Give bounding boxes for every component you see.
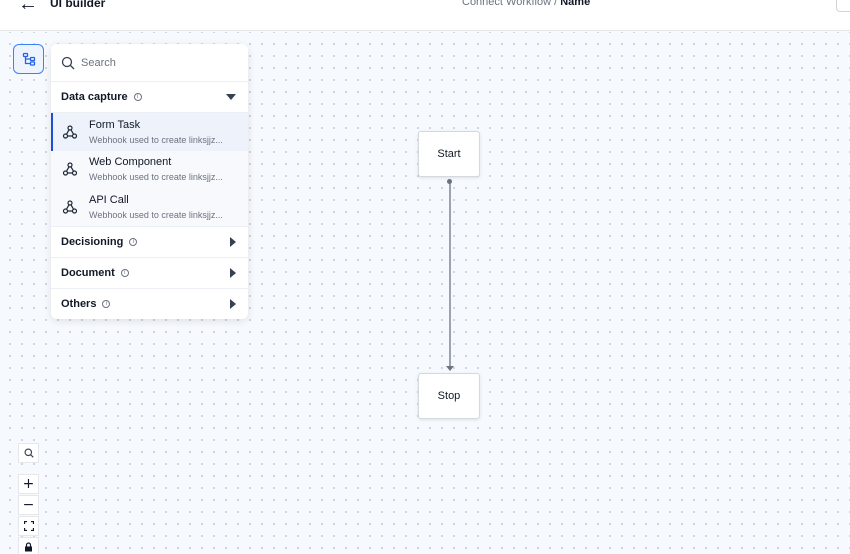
connector-arrowhead: [446, 366, 454, 371]
plus-icon: +: [22, 476, 35, 492]
caret-right-icon: [230, 299, 236, 309]
fit-view-icon: [23, 521, 34, 531]
fit-view-button[interactable]: [18, 516, 39, 536]
workflow-tree-icon: [22, 52, 35, 66]
component-desc: Webhook used to create linksjjz...: [89, 134, 223, 145]
lock-icon: [25, 542, 32, 552]
search-icon: [24, 448, 34, 458]
section-document[interactable]: Document i: [51, 258, 248, 289]
section-others[interactable]: Others i: [51, 289, 248, 320]
caret-down-icon: [226, 94, 236, 100]
section-label: Decisioning: [61, 235, 124, 248]
section-label: Others: [61, 298, 97, 310]
info-icon[interactable]: i: [102, 300, 111, 308]
search-bar: [51, 44, 248, 82]
flow-connector[interactable]: [449, 182, 451, 368]
caret-right-icon: [230, 267, 236, 278]
breadcrumb-parent[interactable]: Connect Workflow /: [462, 0, 558, 8]
stop-node[interactable]: Stop: [418, 373, 480, 419]
component-title: Web Component: [89, 156, 172, 169]
section-data-capture[interactable]: Data capture i: [51, 82, 248, 113]
info-icon[interactable]: i: [129, 237, 138, 246]
start-node[interactable]: Start: [418, 131, 480, 177]
connector-handle[interactable]: [447, 179, 452, 184]
webhook-icon: [61, 160, 79, 178]
search-icon: [61, 56, 75, 69]
component-desc: Webhook used to create linksjjz...: [89, 209, 223, 220]
app-title: UI builder: [50, 0, 106, 10]
settings-icon[interactable]: [836, 0, 850, 12]
workflow-tree-button[interactable]: [13, 44, 44, 74]
component-desc: Webhook used to create linksjjz...: [89, 172, 223, 183]
back-arrow-icon[interactable]: ←: [18, 0, 38, 15]
zoom-out-button[interactable]: −: [18, 495, 39, 515]
section-label: Document: [61, 266, 115, 279]
webhook-icon: [61, 123, 79, 141]
top-bar: ← UI builder Connect Workflow / Name: [0, 0, 850, 31]
lock-button[interactable]: [18, 537, 39, 554]
component-item-web-component[interactable]: Web Component Webhook used to create lin…: [51, 151, 248, 189]
breadcrumb: Connect Workflow / Name: [462, 0, 590, 8]
breadcrumb-current: Name: [560, 0, 591, 8]
info-icon[interactable]: i: [120, 268, 129, 277]
component-item-api-call[interactable]: API Call Webhook used to create linksjjz…: [51, 188, 248, 226]
section-decisioning[interactable]: Decisioning i: [51, 227, 248, 258]
component-title: API Call: [89, 193, 129, 206]
caret-right-icon: [230, 236, 236, 247]
zoom-in-button[interactable]: +: [18, 474, 39, 494]
data-capture-items: Form Task Webhook used to create linksjj…: [51, 113, 248, 227]
info-icon[interactable]: i: [133, 93, 142, 101]
search-canvas-button[interactable]: [18, 443, 39, 463]
component-item-form-task[interactable]: Form Task Webhook used to create linksjj…: [51, 113, 248, 151]
component-title: Form Task: [89, 118, 141, 131]
section-label: Data capture: [61, 91, 128, 103]
webhook-icon: [61, 198, 79, 216]
components-panel: Data capture i Form Task Webhook used to…: [51, 44, 248, 319]
minus-icon: −: [22, 497, 35, 513]
search-input[interactable]: [81, 56, 231, 69]
